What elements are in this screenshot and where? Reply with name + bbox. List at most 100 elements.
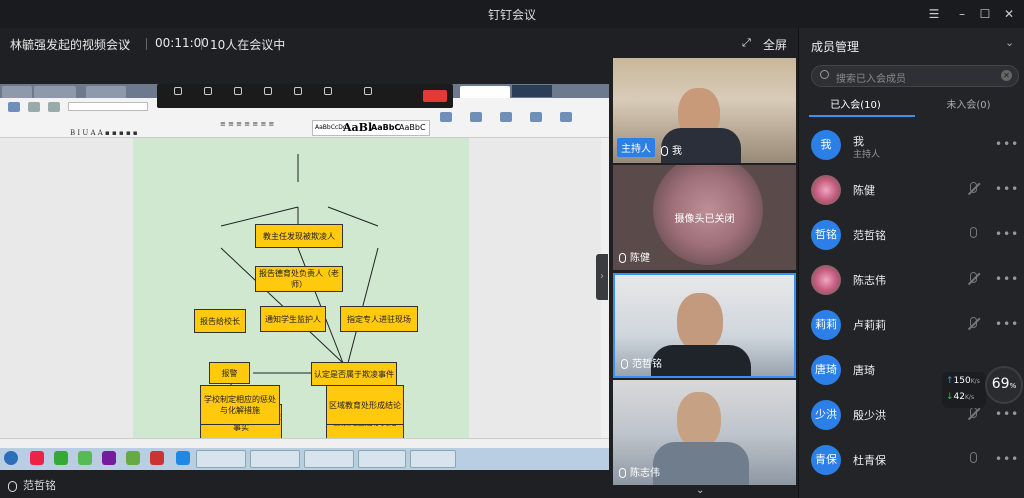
- more-options-icon[interactable]: •••: [995, 317, 1020, 331]
- divider: [146, 38, 147, 50]
- mic-icon: [661, 146, 668, 156]
- member-row[interactable]: 莉莉 卢莉莉 •••: [811, 307, 1020, 347]
- video-tile[interactable]: 陈志伟: [613, 380, 796, 485]
- video-tile[interactable]: 摄像头已关闭 陈健: [613, 165, 796, 270]
- avatar: 少洪: [811, 400, 841, 430]
- member-name: 范哲铭: [853, 229, 886, 242]
- clear-icon[interactable]: ✕: [1001, 70, 1012, 81]
- upload-arrow-icon: ↑: [946, 376, 954, 386]
- participant-face: [677, 293, 723, 351]
- member-role: 主持人: [853, 150, 881, 160]
- more-options-icon[interactable]: •••: [995, 227, 1020, 241]
- avatar: [811, 265, 841, 295]
- mic-icon[interactable]: [967, 452, 981, 468]
- wps-tab-active: [460, 86, 510, 98]
- video-tile[interactable]: 主持人 我: [613, 58, 796, 163]
- participant-count: 10人在会议中: [210, 38, 286, 52]
- paragraph-buttons: ≡ ≡ ≡ ≡ ≡ ≡ ≡: [220, 120, 275, 128]
- taskbar-app-icon: [30, 451, 44, 465]
- flow-box: 学校制定相应的惩处与化解措施: [200, 385, 280, 425]
- avatar: 唐琦: [811, 355, 841, 385]
- tile-name: 陈志伟: [619, 464, 660, 479]
- more-options-icon[interactable]: •••: [995, 452, 1020, 466]
- current-speaker: 范哲铭: [8, 477, 56, 493]
- taskbar-app-icon: [54, 451, 68, 465]
- tab-not-joined[interactable]: 未入会(0): [946, 100, 991, 111]
- avatar: [811, 175, 841, 205]
- end-share-button[interactable]: [423, 90, 447, 102]
- download-arrow-icon: ↓: [946, 392, 954, 402]
- mic-muted-icon[interactable]: [967, 407, 981, 423]
- member-row[interactable]: 陈志伟 •••: [811, 262, 1020, 302]
- avatar: 哲铭: [811, 220, 841, 250]
- chevron-down-icon[interactable]: ⌄: [123, 34, 133, 47]
- mic-muted-icon[interactable]: [967, 182, 981, 198]
- participant-body: [651, 345, 751, 376]
- style-gallery: AaBbCcDd AaBl AaBbC AaBbC: [312, 120, 430, 136]
- copy-icon: [48, 102, 60, 112]
- tab-joined[interactable]: 已入会(10): [830, 100, 881, 111]
- member-name: 唐琦: [853, 364, 875, 377]
- more-options-icon[interactable]: •••: [995, 272, 1020, 286]
- flow-box: 报警: [209, 362, 250, 384]
- flow-box: 区域教育处形成结论: [326, 385, 404, 425]
- member-search-input[interactable]: 搜索已入会成员 ✕: [811, 65, 1019, 87]
- wps-tab: [86, 86, 126, 98]
- panel-collapse-icon[interactable]: ⌄: [1005, 36, 1015, 49]
- mic-icon: [621, 359, 628, 369]
- member-row[interactable]: 哲铭 范哲铭 •••: [811, 217, 1020, 257]
- mic-muted-icon[interactable]: [967, 317, 981, 333]
- menu-icon[interactable]: ☰: [928, 7, 940, 21]
- taskbar-task: [304, 450, 354, 468]
- member-name: 杜青保: [853, 454, 886, 467]
- taskbar-app-icon: [176, 451, 190, 465]
- more-icon[interactable]: [317, 87, 339, 97]
- video-tile-active[interactable]: 范哲铭: [613, 273, 796, 378]
- flow-box: 通知学生监护人: [260, 306, 326, 332]
- wps-tab: [2, 86, 32, 98]
- scroll-down-icon[interactable]: ⌄: [696, 485, 705, 496]
- member-name: 陈健: [853, 184, 875, 197]
- mic-muted-icon[interactable]: [967, 272, 981, 288]
- widget-bg: [942, 372, 986, 408]
- taskbar-task: [196, 450, 246, 468]
- host-badge: 主持人: [617, 138, 655, 157]
- share-screen-icon[interactable]: [227, 87, 249, 97]
- member-row[interactable]: 陈健 •••: [811, 172, 1020, 212]
- minimize-icon[interactable]: –: [959, 7, 965, 21]
- mic-toggle-icon[interactable]: [167, 87, 189, 97]
- mic-muted-icon: [619, 468, 626, 478]
- tab-underline: [809, 115, 915, 117]
- taskbar-task: [410, 450, 456, 468]
- mic-muted-icon: [619, 253, 626, 263]
- record-icon[interactable]: [357, 87, 379, 97]
- speaker-name: 范哲铭: [23, 479, 56, 492]
- flow-box-clip: 学校制定相应的惩处与化解措施: [200, 385, 280, 425]
- more-options-icon[interactable]: •••: [995, 182, 1020, 196]
- fullscreen-button[interactable]: 全屏: [763, 38, 788, 52]
- collapse-panel-toggle[interactable]: ›: [596, 254, 608, 300]
- settings-icon[interactable]: [287, 87, 309, 97]
- member-row[interactable]: 青保 杜青保 •••: [811, 442, 1020, 482]
- members-icon[interactable]: [257, 87, 279, 97]
- more-options-icon[interactable]: •••: [995, 137, 1020, 151]
- fullscreen-icon[interactable]: ⤢: [742, 36, 751, 49]
- close-icon[interactable]: ✕: [1003, 7, 1015, 21]
- upload-speed: ↑150K/s: [946, 376, 980, 386]
- share-icon: [530, 112, 542, 122]
- wps-tab: [512, 85, 552, 97]
- mic-icon[interactable]: [967, 227, 981, 243]
- camera-toggle-icon[interactable]: [197, 87, 219, 97]
- taskbar-app-icon: [126, 451, 140, 465]
- member-row[interactable]: 唐琦 唐琦: [811, 352, 1016, 392]
- more-options-icon[interactable]: •••: [995, 407, 1020, 421]
- mic-icon: [8, 480, 17, 492]
- maximize-icon[interactable]: ☐: [979, 7, 991, 21]
- network-speed-widget: ↑150K/s ↓42K/s: [942, 372, 1022, 408]
- find-replace-icon: [470, 112, 482, 122]
- font-name-field: [68, 102, 148, 111]
- member-row[interactable]: 少洪 殷少洪 •••: [811, 397, 1020, 437]
- window-title: 钉钉会议: [487, 8, 536, 22]
- member-name: 殷少洪: [853, 409, 886, 422]
- member-row[interactable]: 我 我 主持人 •••: [811, 127, 1020, 167]
